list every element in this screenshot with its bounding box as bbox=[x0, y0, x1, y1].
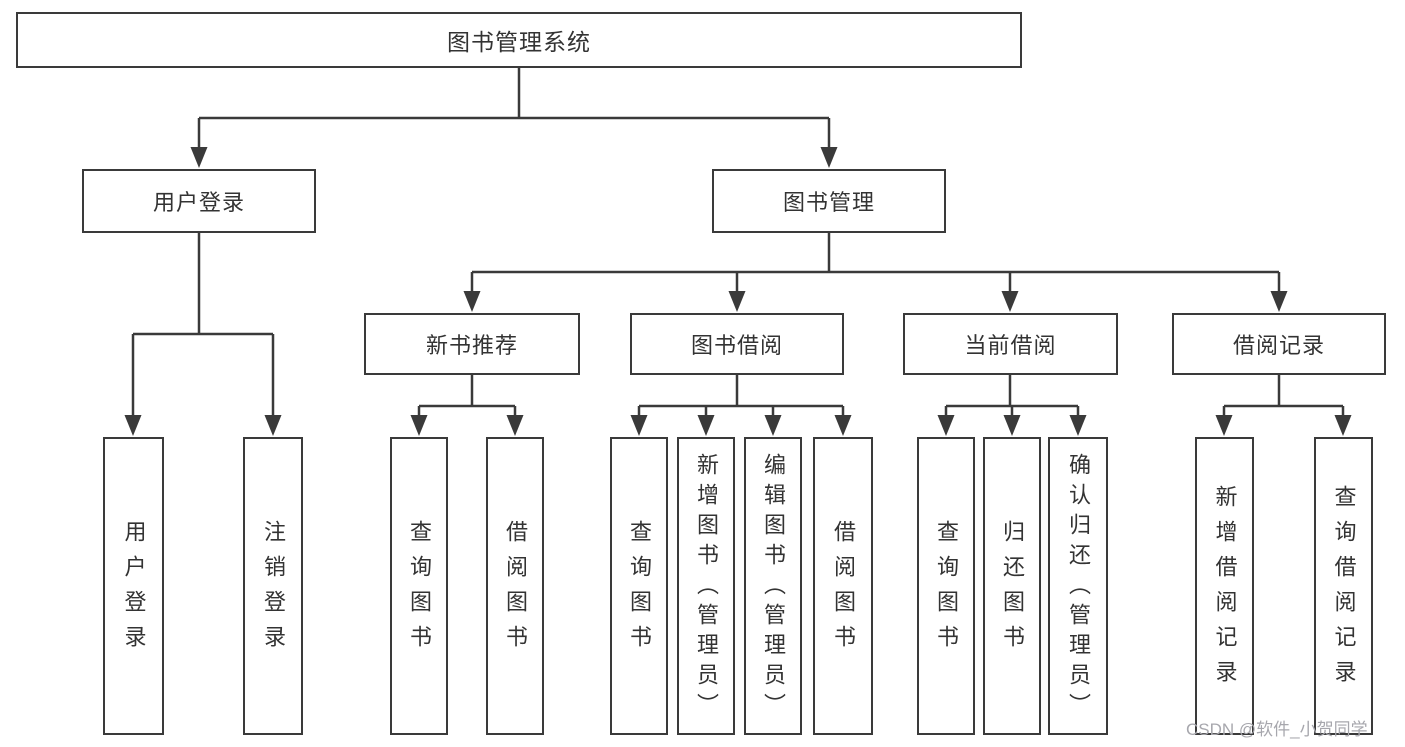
node-leaf-current-query-books: 查询图书 bbox=[917, 437, 975, 735]
node-leaf-borrow-borrow-books: 借阅图书 bbox=[813, 437, 873, 735]
arrowhead bbox=[630, 415, 648, 436]
node-leaf-borrow-add-books-admin: 新增图书（管理员） bbox=[677, 437, 735, 735]
node-leaf-records-add-record: 新增借阅记录 bbox=[1195, 437, 1254, 735]
arrowhead bbox=[506, 415, 524, 436]
arrowhead bbox=[1001, 291, 1019, 312]
node-book-borrow: 图书借阅 bbox=[630, 313, 844, 375]
arrowhead bbox=[264, 415, 282, 436]
arrowhead bbox=[463, 291, 481, 312]
node-leaf-records-query-record: 查询借阅记录 bbox=[1314, 437, 1373, 735]
node-leaf-current-return-books: 归还图书 bbox=[983, 437, 1041, 735]
arrowhead bbox=[834, 415, 852, 436]
node-book-management: 图书管理 bbox=[712, 169, 946, 233]
node-root-library-management-system: 图书管理系统 bbox=[16, 12, 1022, 68]
connector-segments bbox=[131, 68, 1345, 418]
arrowhead bbox=[1215, 415, 1233, 436]
node-current-borrow: 当前借阅 bbox=[903, 313, 1118, 375]
arrowhead bbox=[728, 291, 746, 312]
node-leaf-user-login: 用户登录 bbox=[103, 437, 164, 735]
node-user-login: 用户登录 bbox=[82, 169, 316, 233]
arrowheads bbox=[124, 147, 1352, 436]
arrowhead bbox=[1270, 291, 1288, 312]
node-borrow-records: 借阅记录 bbox=[1172, 313, 1386, 375]
arrowhead bbox=[1334, 415, 1352, 436]
node-leaf-logout: 注销登录 bbox=[243, 437, 303, 735]
arrowhead bbox=[190, 147, 208, 168]
arrowhead bbox=[820, 147, 838, 168]
node-leaf-current-confirm-return-admin: 确认归还（管理员） bbox=[1048, 437, 1108, 735]
node-leaf-newbook-borrow-books: 借阅图书 bbox=[486, 437, 544, 735]
node-leaf-borrow-edit-books-admin: 编辑图书（管理员） bbox=[744, 437, 802, 735]
node-leaf-newbook-query-books: 查询图书 bbox=[390, 437, 448, 735]
csdn-watermark: CSDN @软件_小贺同学 bbox=[1186, 720, 1368, 739]
arrowhead bbox=[764, 415, 782, 436]
node-new-book-recommend: 新书推荐 bbox=[364, 313, 580, 375]
arrowhead bbox=[1003, 415, 1021, 436]
arrowhead bbox=[1069, 415, 1087, 436]
arrowhead bbox=[410, 415, 428, 436]
arrowhead bbox=[937, 415, 955, 436]
node-leaf-borrow-query-books: 查询图书 bbox=[610, 437, 668, 735]
arrowhead bbox=[697, 415, 715, 436]
arrowhead bbox=[124, 415, 142, 436]
